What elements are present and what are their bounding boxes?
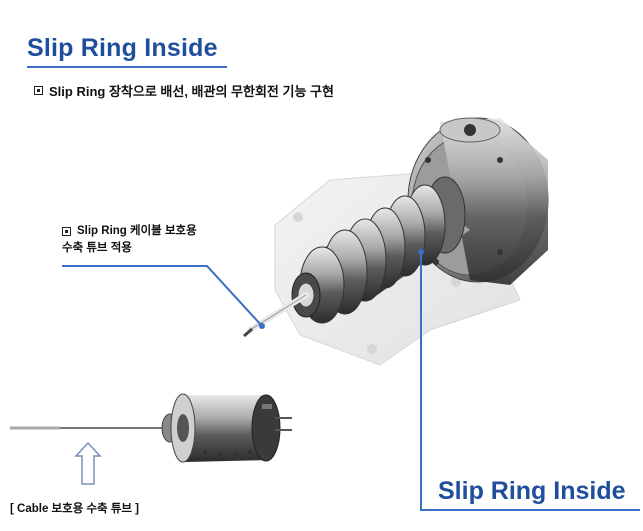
callout-line-2: 수축 튜브 적용: [62, 242, 132, 254]
bullet-square-icon: [34, 86, 43, 95]
bullet-square-icon: [62, 227, 71, 236]
callout-line-1: Slip Ring 케이블 보호용: [77, 225, 197, 237]
shaft-body: [291, 176, 470, 324]
cable-label: [ Cable 보호용 수축 튜브 ]: [10, 503, 140, 515]
title-underline: [27, 66, 227, 68]
callout-text: Slip Ring 케이블 보호용 수축 튜브 적용: [62, 223, 197, 257]
up-arrow-icon: [74, 441, 102, 485]
feature-bullet-text: Slip Ring 장착으로 배선, 배관의 무한회전 기능 구현: [49, 84, 334, 99]
callout-leader-line: [62, 265, 263, 327]
feature-bullet: Slip Ring 장착으로 배선, 배관의 무한회전 기능 구현: [34, 81, 334, 100]
slip-ring-leader-line: [420, 252, 640, 511]
bottom-title: Slip Ring Inside: [438, 477, 626, 505]
slip-ring-product: [10, 393, 292, 463]
page-title: Slip Ring Inside: [27, 34, 218, 62]
